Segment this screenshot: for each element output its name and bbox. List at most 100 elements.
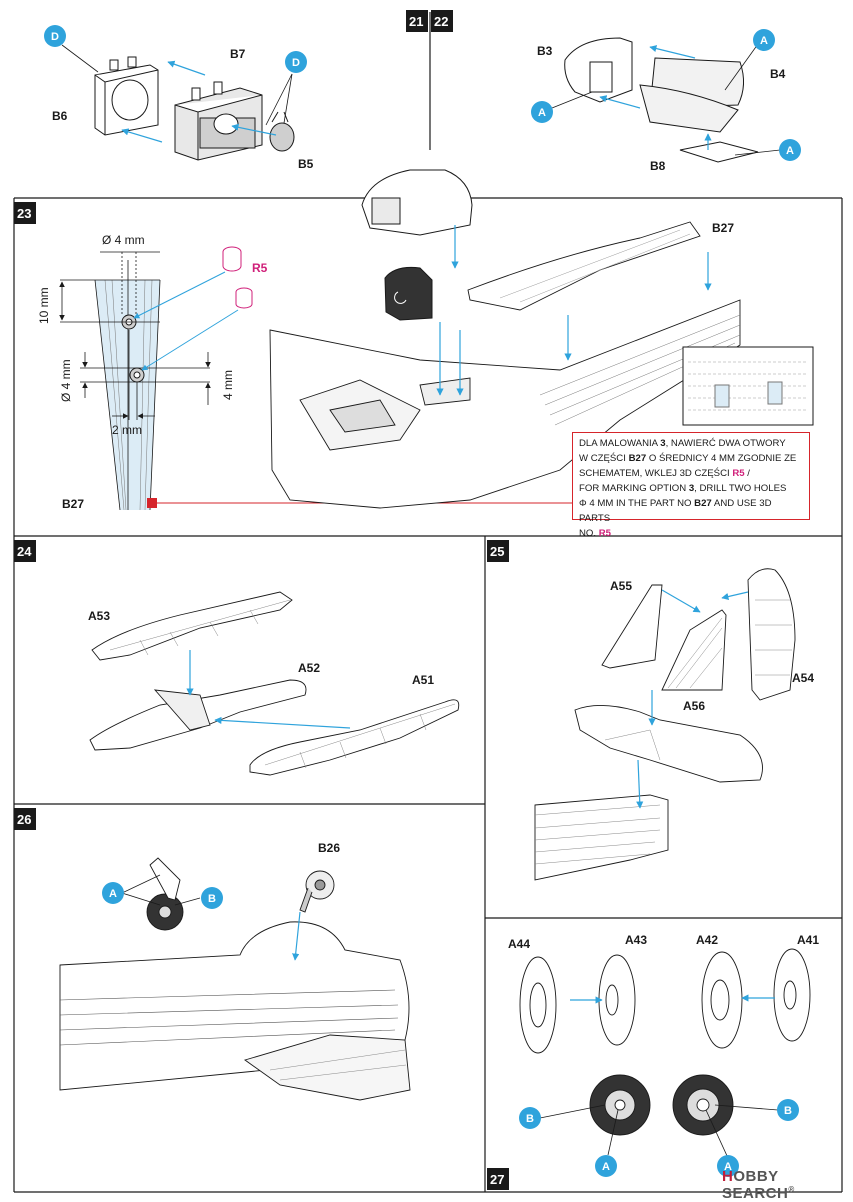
step-tag-23: 23: [14, 202, 36, 224]
label-a53: A53: [88, 609, 110, 623]
svg-text:D: D: [51, 31, 59, 43]
note-line-en-2: Φ 4 MM IN THE PART NO B27 AND USE 3D PAR…: [579, 498, 772, 524]
note-line-pl-1: DLA MALOWANIA 3, NAWIERĆ DWA OTWORY: [579, 438, 786, 449]
badge-a-left-wheel: A: [595, 1155, 617, 1177]
label-b27: B27: [712, 221, 734, 235]
drill-template: [94, 260, 161, 511]
part-a56-shape: [661, 609, 727, 691]
badge-b-right-wheel: B: [777, 1099, 799, 1121]
step27-wheels: [519, 948, 811, 1136]
step-tag-22: 22: [431, 10, 453, 32]
step27-leaders: [539, 1104, 779, 1159]
step-tag-25: 25: [487, 540, 509, 562]
badge-a-b3: A: [531, 101, 553, 123]
part-b3-shape: [564, 37, 633, 103]
note-line-pl-3: SCHEMATEM, WKLEJ 3D CZĘŚCI R5 /: [579, 468, 750, 479]
svg-text:21: 21: [409, 14, 423, 29]
svg-text:A: A: [109, 888, 117, 900]
red-marker: [147, 498, 157, 508]
step-tag-26: 26: [14, 808, 36, 830]
note-line-en-3: NO. R5: [579, 528, 611, 539]
note-line-pl-2: W CZĘŚCI B27 O ŚREDNICY 4 MM ZGODNIE ZE: [579, 453, 797, 464]
svg-text:B: B: [526, 1113, 534, 1125]
step22-drawing: [564, 37, 759, 163]
svg-text:25: 25: [490, 544, 504, 559]
label-a41: A41: [797, 933, 819, 947]
dim-4mm-right: 4 mm: [221, 370, 235, 400]
label-a51: A51: [412, 673, 434, 687]
svg-text:24: 24: [17, 544, 32, 559]
svg-text:A: A: [602, 1161, 610, 1173]
dim-2mm: 2 mm: [112, 423, 142, 437]
marking-option-note: DLA MALOWANIA 3, NAWIERĆ DWA OTWORY W CZ…: [572, 432, 810, 539]
part-a54-shape: [747, 568, 796, 701]
label-a55: A55: [610, 579, 632, 593]
step24-arrows: [186, 650, 351, 729]
r5-arrows: [133, 271, 239, 371]
step-tag-27: 27: [487, 1168, 509, 1190]
step27-arrows: [570, 994, 775, 1004]
label-r5: R5: [252, 261, 268, 275]
step23-fuselage: [269, 299, 741, 509]
step26-wheel-assembly: [146, 857, 335, 931]
watermark-registered: ®: [788, 1185, 795, 1194]
label-a56: A56: [683, 699, 705, 713]
part-r5-lower: [235, 287, 253, 309]
label-b7: B7: [230, 47, 246, 61]
badge-a-b8: A: [779, 139, 801, 161]
label-a43: A43: [625, 933, 647, 947]
watermark-text: OBBY SEARCH: [722, 1168, 789, 1202]
step23-wing-panel: [467, 221, 701, 311]
watermark-logo: H: [722, 1168, 734, 1185]
badge-d-left: D: [44, 25, 66, 47]
step21-arrows: [121, 60, 277, 143]
label-b3: B3: [537, 44, 553, 58]
step24-drawing: [89, 591, 460, 776]
detail-inset: [682, 346, 814, 426]
part-r5-upper: [222, 246, 242, 272]
step23-intake: [361, 169, 473, 321]
panel-frames: [13, 12, 843, 1193]
step23-arrows: [436, 225, 712, 396]
badge-b-wheel: B: [201, 887, 223, 909]
label-b6: B6: [52, 109, 68, 123]
svg-text:A: A: [760, 35, 768, 47]
svg-text:23: 23: [17, 206, 31, 221]
step26-fuselage: [59, 921, 411, 1101]
step25-drawing: [534, 568, 796, 881]
label-b26: B26: [318, 841, 340, 855]
badge-d-right: D: [285, 51, 307, 73]
step-tag-24: 24: [14, 540, 36, 562]
step22-leaders: [551, 43, 781, 156]
badge-a-b4: A: [753, 29, 775, 51]
step22-arrows: [599, 45, 712, 150]
label-b27-template: B27: [62, 497, 84, 511]
label-a52: A52: [298, 661, 320, 675]
part-b8-shape: [639, 84, 739, 133]
step-tag-21: 21: [406, 10, 428, 32]
dim-diameter-top: Ø 4 mm: [102, 233, 145, 247]
svg-text:A: A: [724, 1161, 732, 1173]
step25-arrows: [636, 589, 749, 809]
svg-text:D: D: [292, 57, 300, 69]
part-a53-shape: [91, 591, 293, 661]
label-a54: A54: [792, 671, 814, 685]
svg-text:A: A: [786, 145, 794, 157]
badge-b-left-wheel: B: [519, 1107, 541, 1129]
part-b6-shape: [94, 64, 159, 136]
step26-leaders: [121, 874, 301, 961]
svg-text:B: B: [784, 1105, 792, 1117]
label-b4: B4: [770, 67, 786, 81]
step21-leaders: [61, 44, 293, 126]
step21-drawing: [94, 56, 295, 161]
dim-10mm: 10 mm: [37, 287, 51, 324]
svg-text:B: B: [208, 893, 216, 905]
dim-diameter-side: Ø 4 mm: [59, 359, 73, 402]
svg-text:22: 22: [434, 14, 448, 29]
note-line-en-1: FOR MARKING OPTION 3, DRILL TWO HOLES: [579, 483, 787, 494]
svg-text:A: A: [538, 107, 546, 119]
watermark: HOBBY SEARCH®: [722, 1168, 853, 1202]
badge-a-right-wheel: A: [717, 1155, 739, 1177]
badge-a-wheel: A: [102, 882, 124, 904]
